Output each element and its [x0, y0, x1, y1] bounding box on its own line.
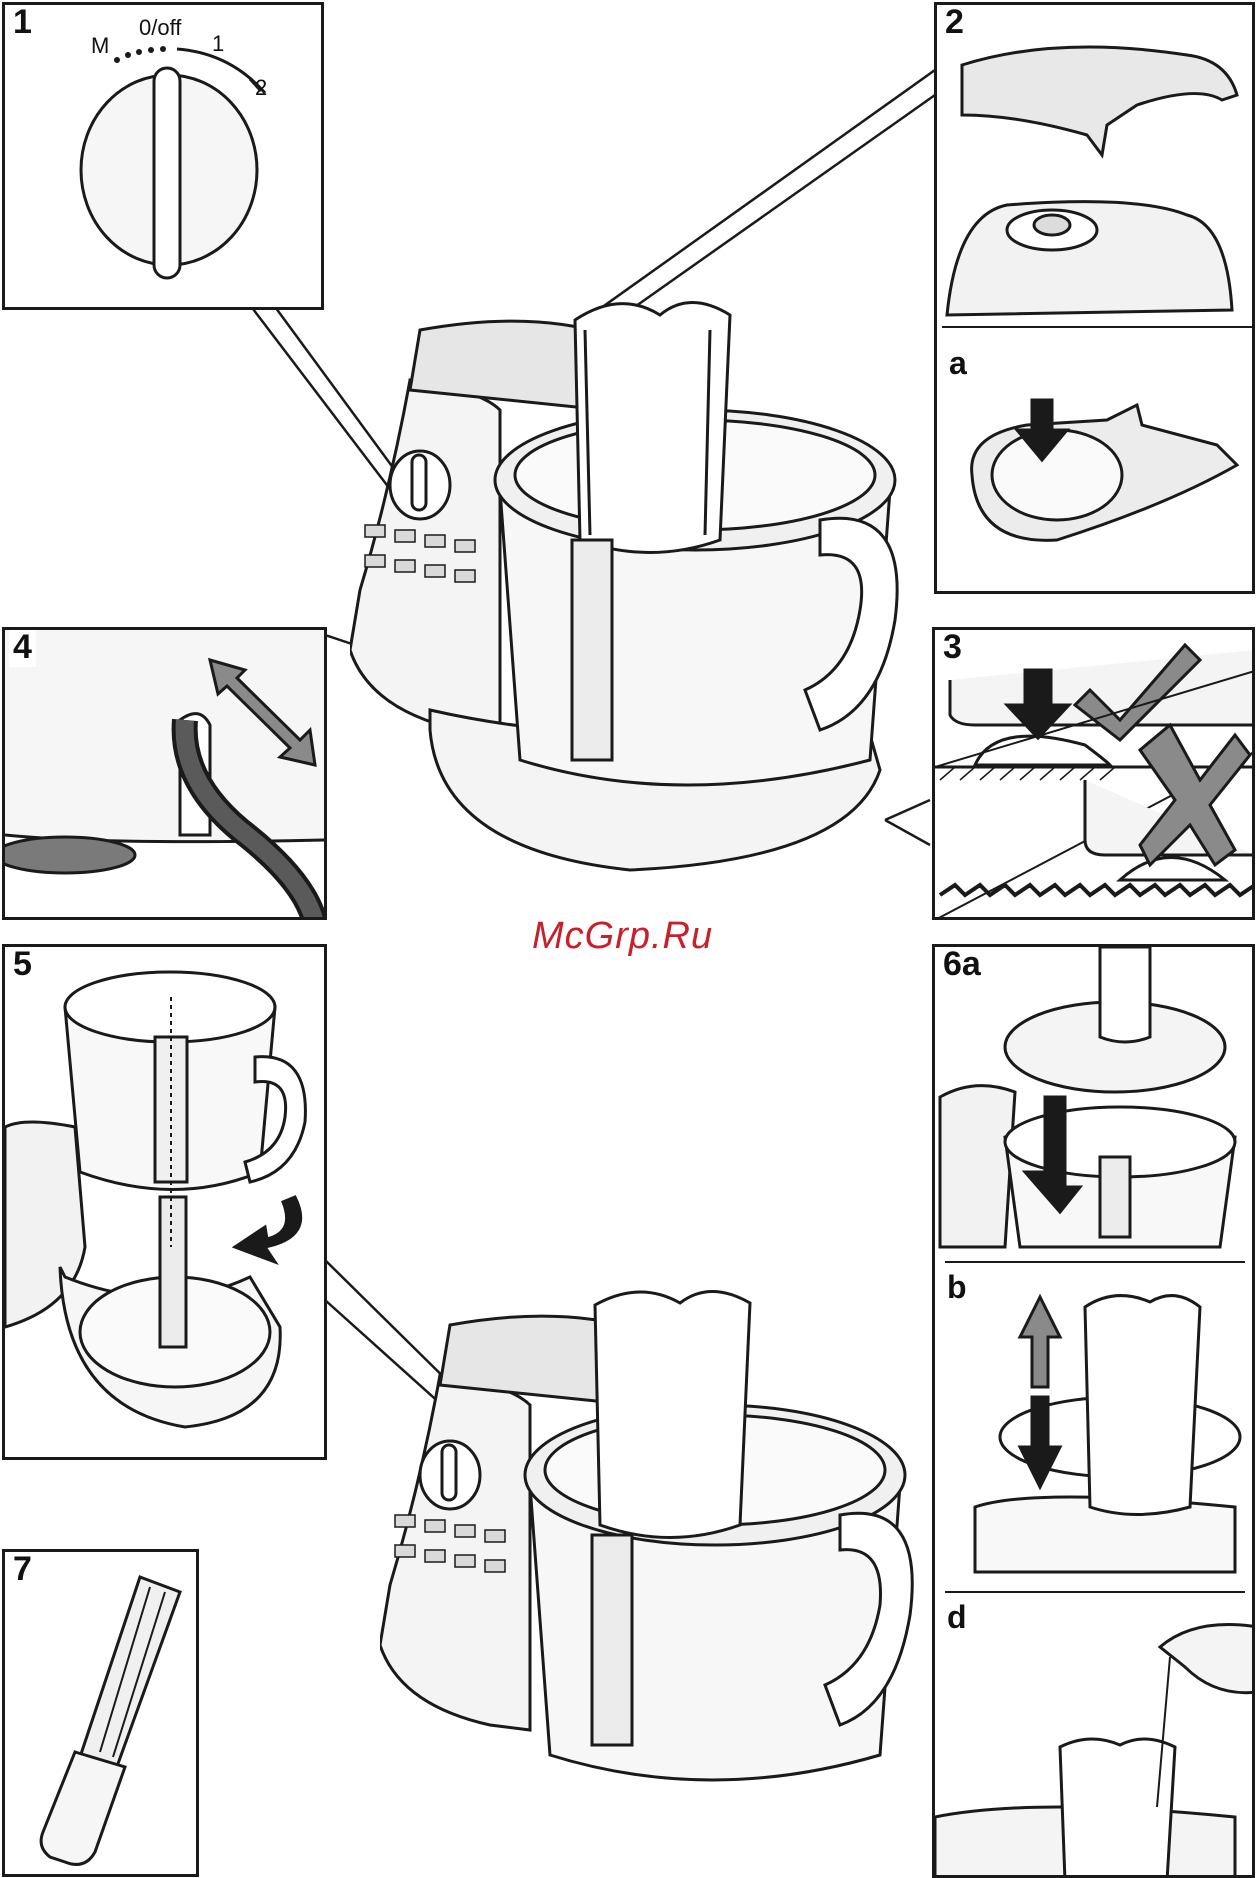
- dial-label-m: M: [91, 33, 109, 59]
- dial-label-off: 0/off: [139, 15, 181, 41]
- double-arrow-icon: [1020, 1297, 1060, 1387]
- dial-label-2: 2: [255, 75, 267, 101]
- panel-2-sub-a: a: [949, 345, 967, 382]
- rotate-arrow-icon: [235, 1197, 301, 1262]
- surface-placement-illustration: [935, 630, 1255, 920]
- cord-storage-illustration: [5, 630, 327, 920]
- dial-label-1: 1: [212, 31, 224, 57]
- lid-and-pusher-illustration: [935, 947, 1255, 1878]
- panel-7-label: 7: [9, 1550, 36, 1589]
- cover-removal-illustration: [937, 5, 1255, 594]
- panel-6-lid-pusher: 6a b d: [932, 944, 1255, 1878]
- panel-6-label: 6a: [939, 945, 985, 984]
- panel-2-cover: 2 a: [934, 2, 1255, 594]
- panel-1-label: 1: [9, 3, 36, 42]
- spatula-icon: [5, 1552, 199, 1877]
- panel-2-label: 2: [941, 3, 968, 42]
- panel-3-surface: 3: [932, 627, 1255, 920]
- panel-6-sub-b: b: [947, 1269, 967, 1306]
- watermark-text: McGrp.Ru: [532, 915, 713, 958]
- food-processor-second-illustration: [380, 1285, 920, 1875]
- panel-5-label: 5: [9, 945, 36, 984]
- bowl-mounting-illustration: [5, 947, 327, 1460]
- panel-3-label: 3: [939, 628, 966, 667]
- panel-1-dial: 1 M 0/off 1 2: [2, 2, 324, 310]
- panel-6-sub-d: d: [947, 1599, 967, 1636]
- panel-7-spatula: 7: [2, 1549, 199, 1877]
- dial-knob-icon: [5, 5, 324, 310]
- panel-4-cord: 4: [2, 627, 327, 920]
- food-processor-main-illustration: [350, 290, 910, 890]
- panel-5-bowl-mount: 5: [2, 944, 327, 1460]
- panel-4-label: 4: [9, 628, 36, 667]
